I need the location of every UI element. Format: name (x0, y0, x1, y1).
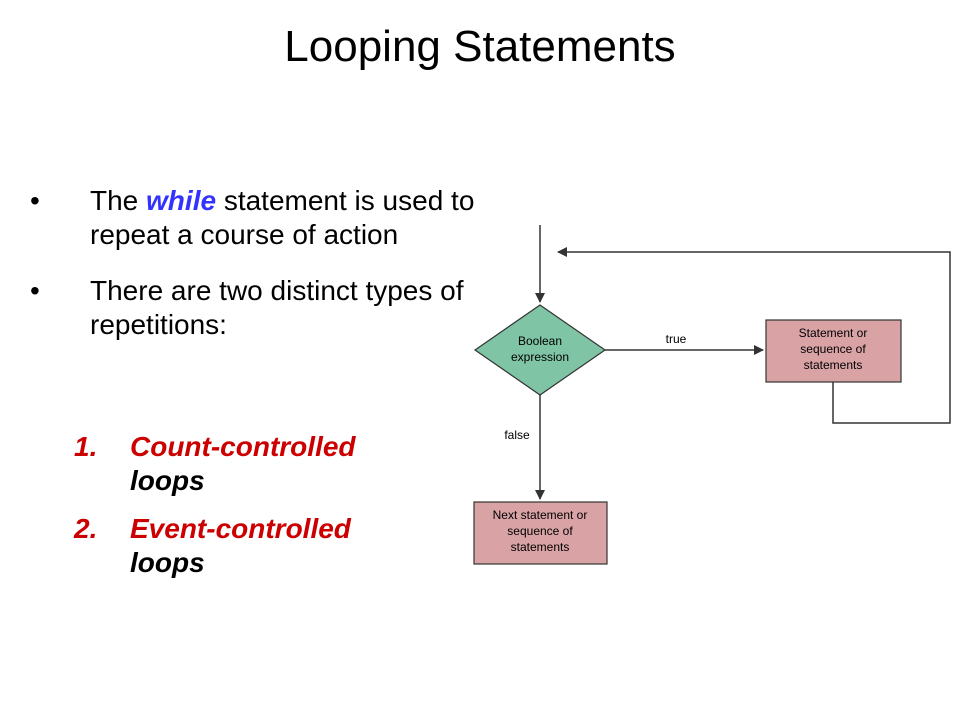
list-number: 1. (74, 431, 98, 462)
loop-type-event-controlled: 2. Event-controlled loops (74, 512, 454, 580)
bullet-dot: • (30, 185, 40, 216)
false-label: false (504, 428, 530, 442)
slide-title: Looping Statements (284, 22, 676, 71)
list-number: 2. (74, 513, 98, 544)
bullet-list: • The while statement is used to repeat … (30, 184, 480, 364)
bullet-repetition-types: • There are two distinct types of repeti… (30, 274, 480, 342)
next-statement-box (473, 501, 608, 565)
decision-label-line1: Boolean (518, 334, 562, 348)
decision-label-line2: expression (511, 350, 569, 364)
keyword-while: while (146, 185, 217, 216)
loop-type-count-controlled: 1. Count-controlled loops (74, 430, 454, 498)
statement-box-line2: sequence of (800, 342, 866, 356)
bullet-text: There are two distinct types of repetiti… (90, 275, 464, 340)
loop-type-name: Count-controlled (130, 431, 356, 462)
loop-type-name: Event-controlled (130, 513, 351, 544)
statement-box-line3: statements (804, 358, 863, 372)
loop-type-list: 1. Count-controlled loops 2. Event-contr… (74, 430, 454, 594)
true-label: true (666, 332, 687, 346)
next-box-line2: sequence of (507, 524, 573, 538)
bullet-text-post: statement is used to repeat a course of … (90, 185, 475, 250)
next-box-line1: Next statement or (493, 508, 588, 522)
loop-type-suffix: loops (130, 465, 205, 496)
next-box-line3: statements (511, 540, 570, 554)
statement-box-line1: Statement or (799, 326, 868, 340)
bullet-while: • The while statement is used to repeat … (30, 184, 480, 252)
bullet-dot: • (30, 275, 40, 306)
loop-back-arrow (557, 247, 951, 424)
bullet-text-pre: The (90, 185, 147, 216)
loop-type-suffix: loops (130, 547, 205, 578)
